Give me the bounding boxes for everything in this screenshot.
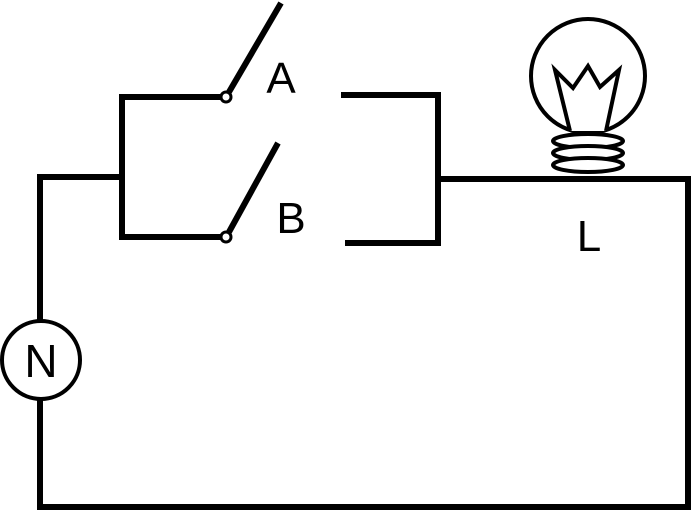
switch-a-lever [226, 1, 284, 94]
switch-b-lever [226, 141, 281, 234]
parallel-right-branch [341, 92, 441, 246]
parallel-left-branch [119, 94, 223, 240]
switch-b-pivot [219, 230, 233, 244]
switch-b-label: B [276, 194, 305, 243]
lamp-icon [529, 17, 647, 174]
source-circle [0, 319, 82, 401]
main-wire [37, 174, 122, 321]
switch-a-pivot [219, 90, 233, 104]
switch-a-label: A [266, 54, 296, 103]
source-label: N [24, 335, 57, 387]
lamp-label: L [577, 212, 601, 261]
source-symbol: N [0, 319, 82, 401]
